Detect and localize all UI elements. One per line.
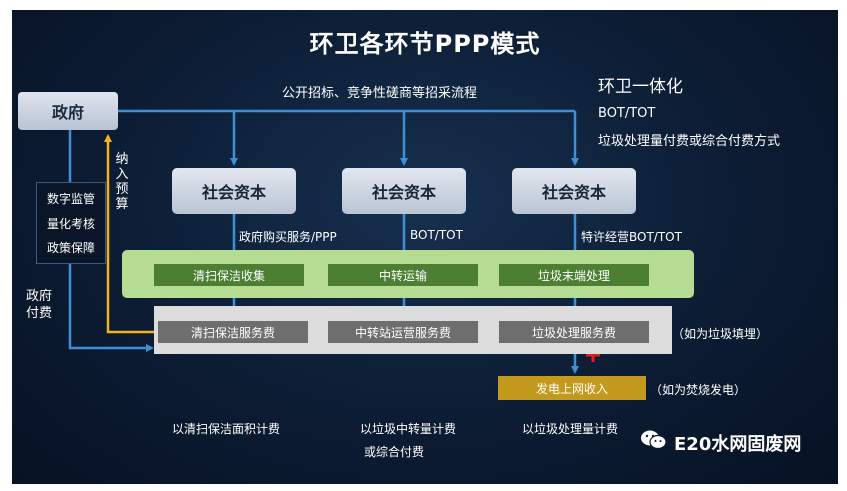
billing-cleaning: 以清扫保洁面积计费 — [172, 422, 281, 436]
watermark-text: E20水网固废网 — [674, 434, 802, 455]
side-panel-line1: BOT/TOT — [598, 106, 656, 121]
billing-disposal: 以垃圾处理量计费 — [522, 422, 619, 436]
fee-transfer: 中转站运营服务费 — [328, 321, 478, 343]
supervision-item: 政策保障 — [46, 240, 95, 255]
landfill-note: （如为垃圾填埋） — [672, 327, 769, 341]
mode-label-3: 特许经营BOT/TOT — [581, 230, 682, 244]
fee-disposal: 垃圾处理服务费 — [499, 321, 649, 343]
side-panel-line2: 垃圾处理量付费或综合付费方式 — [598, 134, 781, 149]
billing-combined: 或综合付费 — [364, 445, 425, 459]
billing-transfer: 以垃圾中转量计费 — [360, 422, 457, 436]
procurement-note: 公开招标、竞争性磋商等招采流程 — [282, 86, 478, 101]
supervision-box: 数字监管 量化考核 政策保障 — [36, 182, 106, 264]
supervision-item: 量化考核 — [46, 216, 95, 231]
step-cleaning: 清扫保洁收集 — [154, 264, 304, 286]
social-capital-box-3: 社会资本 — [512, 168, 636, 214]
step-disposal: 垃圾末端处理 — [499, 264, 649, 286]
mode-label-1: 政府购买服务/PPP — [239, 230, 337, 244]
budget-label: 纳 入 预 算 — [115, 152, 129, 212]
gov-pay-label: 政府 付费 — [26, 289, 53, 321]
gov-payment-line — [68, 262, 154, 352]
budget-arrow — [104, 134, 154, 334]
incineration-note: （如为焚烧发电） — [650, 383, 747, 397]
power-revenue-box: 发电上网收入 — [498, 376, 646, 400]
connector-lines — [68, 109, 600, 374]
wechat-icon — [640, 428, 668, 456]
side-panel-title: 环卫一体化 — [598, 77, 683, 97]
fee-cleaning: 清扫保洁服务费 — [158, 321, 308, 343]
government-box: 政府 — [18, 92, 118, 130]
supervision-item: 数字监管 — [46, 192, 95, 207]
social-capital-box-2: 社会资本 — [342, 168, 466, 214]
step-transfer: 中转运输 — [328, 264, 478, 286]
diagram-canvas: 环卫各环节PPP模式 公开招标、竞争性磋商等招采流程 环卫一体化 BOT/TOT… — [12, 10, 838, 484]
mode-label-2: BOT/TOT — [410, 228, 463, 242]
diagram-title: 环卫各环节PPP模式 — [309, 30, 541, 58]
social-capital-box-1: 社会资本 — [172, 168, 296, 214]
